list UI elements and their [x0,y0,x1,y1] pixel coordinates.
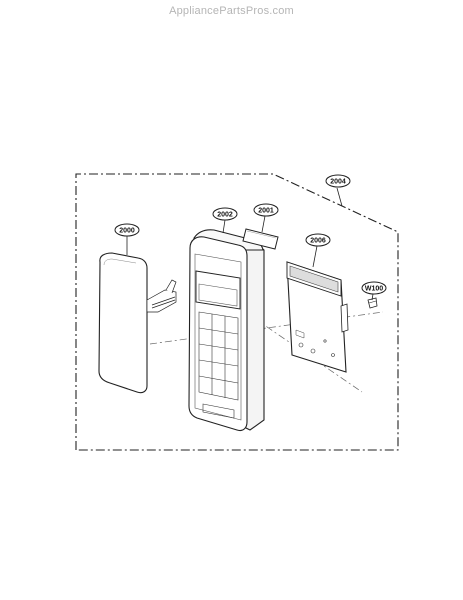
keypad-grid [198,311,239,401]
keypad-ribbon-cable [146,279,177,313]
callout-2006-label: 2006 [310,238,326,245]
callout-2004: 2004 [325,174,351,188]
part-2006-pcb-board [286,261,349,373]
callout-2001-label: 2001 [258,208,274,215]
callout-2002-label: 2002 [217,212,233,219]
part-2000-keypad-membrane [98,252,177,394]
callout-2002: 2002 [212,207,238,221]
callout-2000: 2000 [114,223,140,237]
part-2001-sticker-sheet [242,228,279,250]
callout-2000-label: 2000 [119,228,135,235]
leader-2004 [336,187,343,207]
leader-lines [126,215,374,301]
part-w100-screw [367,297,378,309]
callout-w100: W100 [361,281,387,295]
callout-2001: 2001 [253,203,279,217]
part-2002-control-panel-frame [188,229,265,432]
watermark-text: AppliancePartsPros.com [169,5,294,17]
callout-2006: 2006 [305,233,331,247]
callout-w100-label: W100 [365,286,383,293]
callout-2004-label: 2004 [330,179,346,186]
assembly-boundary [75,173,399,451]
